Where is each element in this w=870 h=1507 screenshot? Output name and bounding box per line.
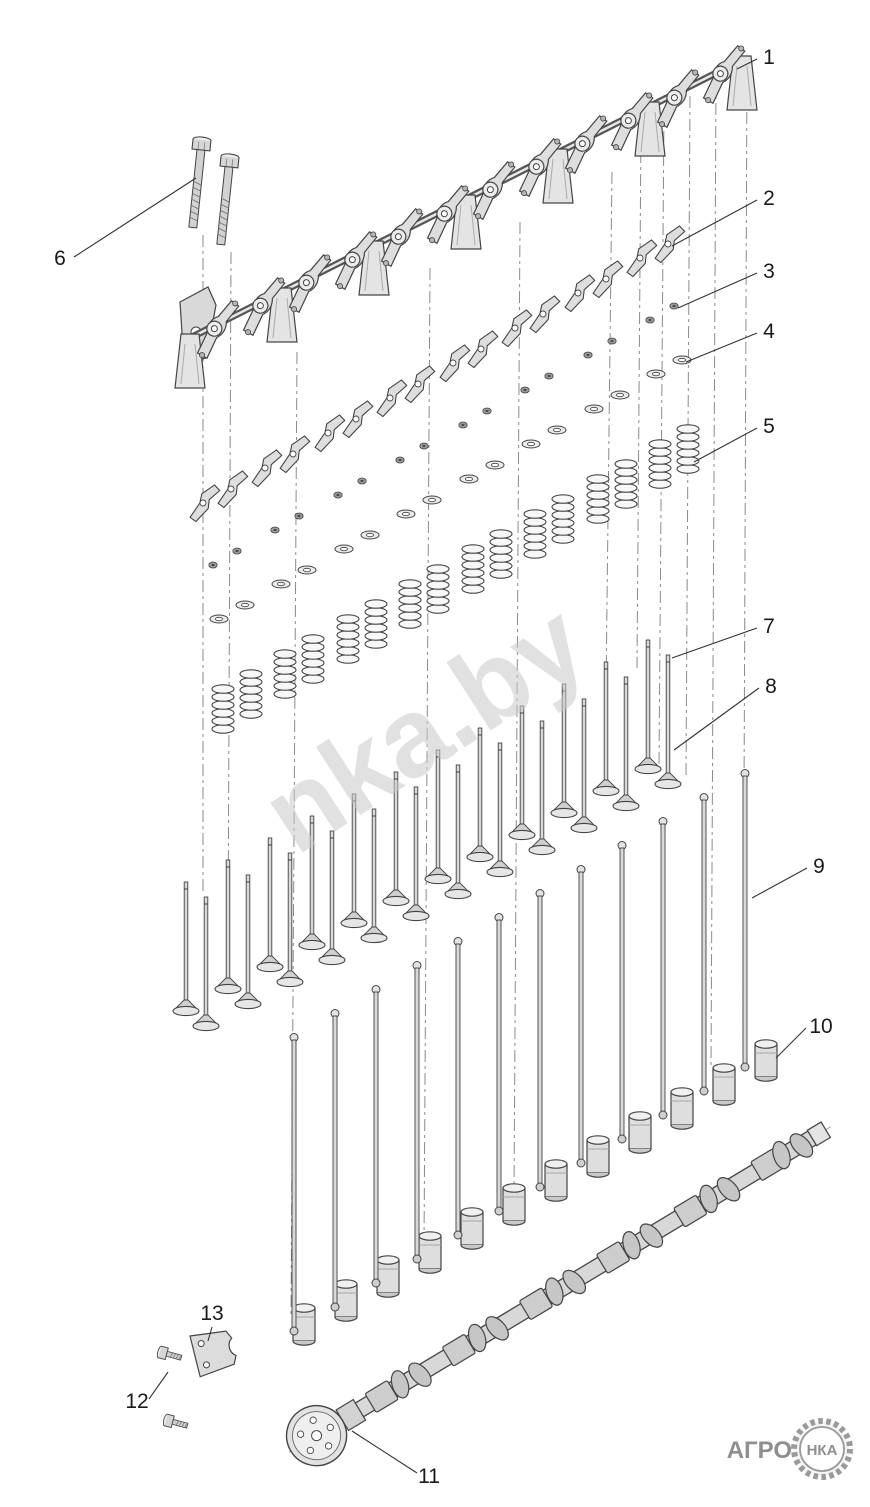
callout-4: 4	[763, 320, 775, 343]
pushrod-row	[289, 769, 750, 1336]
callout-7: 7	[763, 615, 775, 638]
callout-12: 12	[125, 1390, 148, 1413]
callout-3: 3	[763, 260, 775, 283]
logo-text-circle: НКА	[807, 1442, 838, 1459]
callout-6: 6	[54, 247, 66, 270]
rocker-shaft-assembly	[174, 43, 761, 389]
callout-11: 11	[418, 1465, 440, 1488]
logo: АГРО НКА	[727, 1418, 853, 1480]
callout-8: 8	[765, 675, 777, 698]
camshaft	[285, 1121, 832, 1467]
thrust-plate-bolts	[155, 1345, 190, 1432]
callout-9: 9	[813, 855, 825, 878]
logo-text-left: АГРО	[727, 1437, 792, 1464]
callout-10: 10	[809, 1015, 832, 1038]
rocker-shaft-bolts	[183, 135, 240, 247]
callout-13: 13	[200, 1302, 223, 1325]
thrust-plate	[189, 1330, 237, 1378]
callout-1: 1	[763, 46, 775, 69]
watermark: nka.by	[241, 579, 607, 877]
callouts: 1 2 3 4 5 6 7 8 9 10 11 12 13	[54, 46, 833, 1488]
callout-5: 5	[763, 415, 775, 438]
logo-gear-inner-ring	[799, 1426, 845, 1472]
callout-2: 2	[763, 187, 775, 210]
